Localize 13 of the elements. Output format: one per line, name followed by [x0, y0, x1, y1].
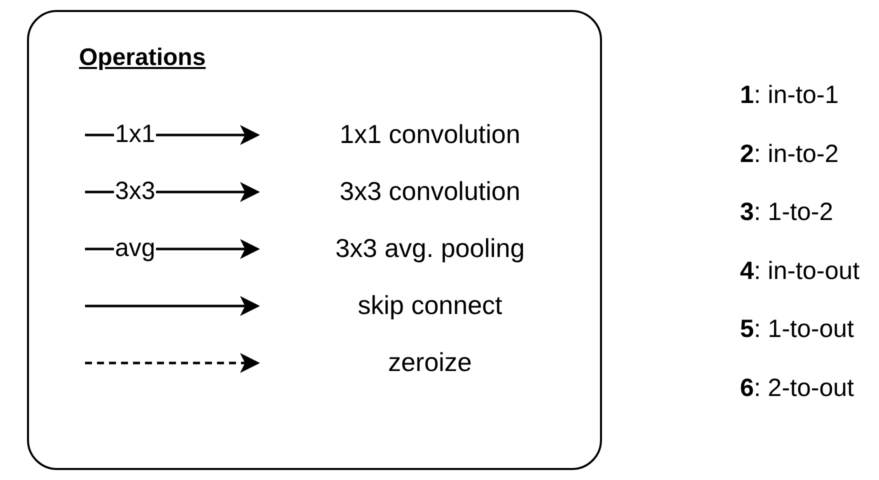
edge-index-label: 6: 2-to-out	[740, 372, 854, 402]
legend-label: 3x3 avg. pooling	[334, 233, 526, 263]
edge-index-label: 3: 1-to-2	[740, 197, 834, 227]
legend-heading: Operations	[79, 44, 206, 72]
edge-index-label: 5: 1-to-out	[740, 314, 854, 344]
edge-index-label: 2: in-to-2	[740, 138, 839, 168]
legend-label: 1x1 convolution	[338, 119, 522, 149]
legend-label: zeroize	[387, 347, 473, 377]
edge-index-label: 4: in-to-out	[740, 256, 860, 286]
legend-label: 3x3 convolution	[338, 176, 522, 206]
legend-panel	[27, 10, 602, 470]
edge-index-label: 1: in-to-1	[740, 80, 839, 110]
legend-label: skip connect	[356, 290, 504, 320]
